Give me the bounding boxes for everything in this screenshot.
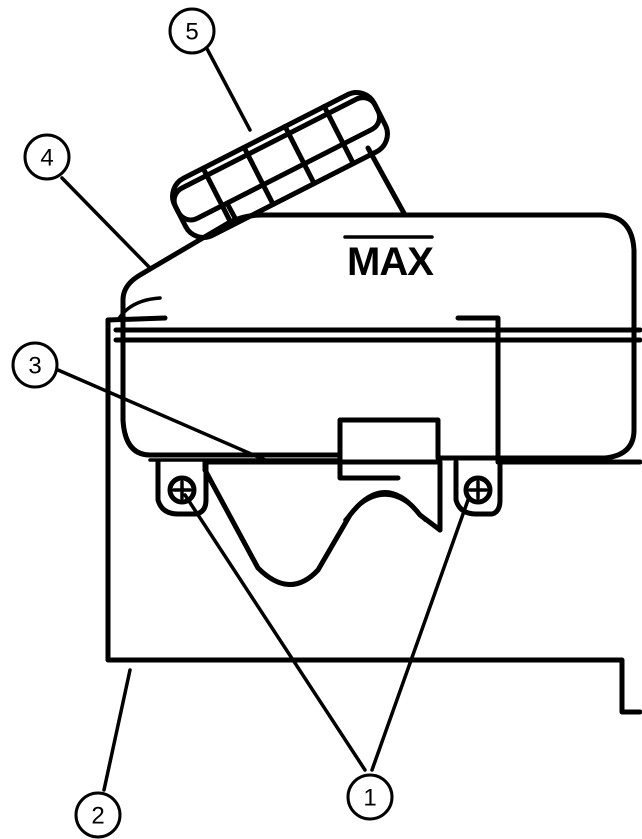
left-screw-icon	[167, 475, 197, 505]
right-mounting-lug	[453, 459, 503, 517]
right-screw-icon	[463, 475, 493, 505]
fluid-reservoir: MAX	[113, 212, 642, 481]
max-label: MAX	[347, 240, 434, 284]
callout-1-label: 1	[363, 785, 376, 812]
leader-1-right	[370, 498, 470, 772]
callout-5-label: 5	[185, 19, 198, 46]
leader-lines	[56, 43, 470, 792]
callout-4: 4	[23, 133, 71, 181]
callout-3: 3	[11, 341, 59, 389]
leader-1-left	[183, 493, 367, 772]
leader-5	[203, 43, 252, 132]
leader-3	[56, 368, 267, 462]
callout-2-label: 2	[91, 803, 104, 830]
left-mounting-lug	[155, 459, 209, 517]
cylinder-body	[105, 296, 642, 715]
callout-4-label: 4	[40, 145, 53, 172]
leader-4	[60, 176, 152, 270]
leader-2	[102, 668, 132, 792]
callout-5: 5	[168, 7, 216, 55]
callout-3-label: 3	[28, 353, 41, 380]
callout-2: 2	[74, 791, 122, 839]
callout-1: 1	[346, 773, 394, 821]
reservoir-cap	[170, 90, 408, 240]
